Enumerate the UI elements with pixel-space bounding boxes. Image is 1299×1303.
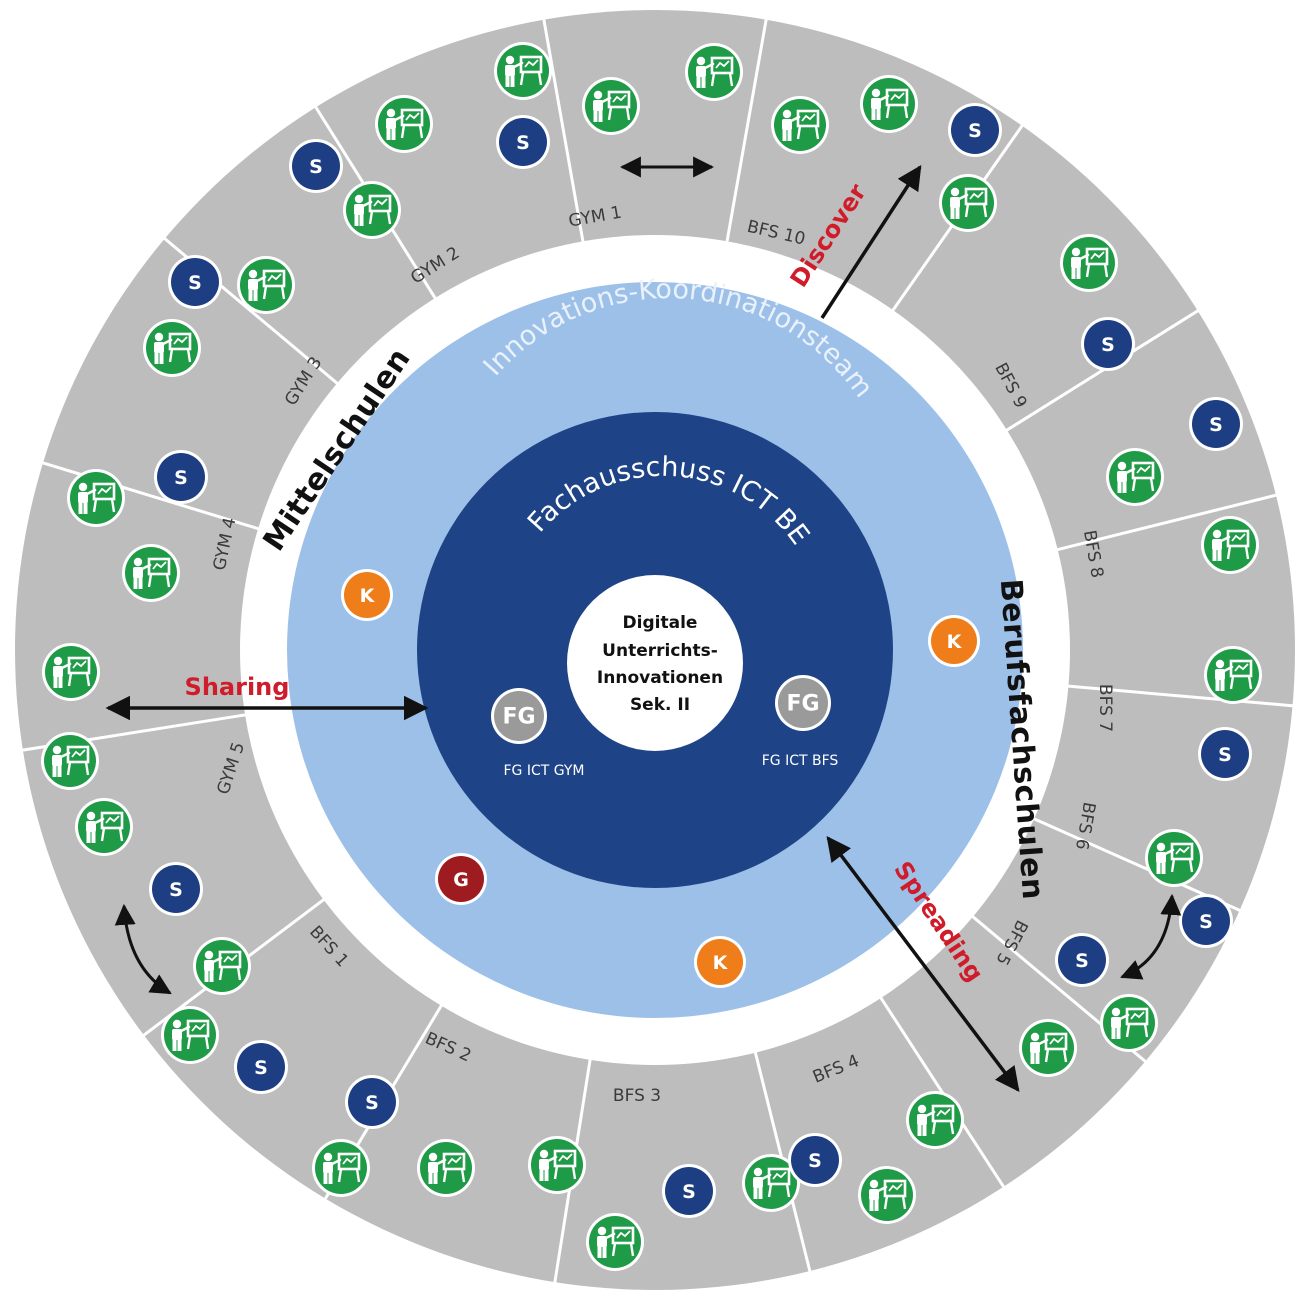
segment-label: BFS 3 xyxy=(613,1086,661,1106)
teacher-at-board-icon xyxy=(581,76,641,136)
core-line-3: Innovationen xyxy=(597,668,723,688)
student-s-marker: S xyxy=(1198,727,1252,781)
teacher-at-board-icon xyxy=(938,173,998,233)
student-s-marker: S xyxy=(234,1040,288,1094)
teacher-at-board-icon xyxy=(1144,828,1204,888)
segment-separator xyxy=(725,14,769,245)
segment-separator xyxy=(37,459,262,531)
sharing-label: Sharing xyxy=(185,673,290,701)
svg-text:K: K xyxy=(713,952,729,974)
outer-ring-markers: S S S S S S S S S S S S S S S xyxy=(40,41,1263,1272)
segment-separator xyxy=(541,14,585,245)
svg-text:S: S xyxy=(1075,950,1089,972)
svg-text:S: S xyxy=(682,1181,696,1203)
core-line-4: Sek. II xyxy=(630,695,690,715)
student-s-marker: S xyxy=(168,255,222,309)
svg-text:S: S xyxy=(1218,744,1232,766)
core-circle xyxy=(567,575,743,751)
fg-bfs-caption: FG ICT BFS xyxy=(762,753,839,769)
student-s-marker: S xyxy=(1081,317,1135,371)
student-s-marker: S xyxy=(1179,894,1233,948)
teacher-at-board-icon xyxy=(585,1212,645,1272)
teacher-at-board-icon xyxy=(1200,515,1260,575)
teacher-at-board-icon xyxy=(684,42,744,102)
fg-bfs-badge: FG xyxy=(775,675,831,731)
teacher-at-board-icon xyxy=(66,468,126,528)
fg-gym-badge: FG xyxy=(491,688,547,744)
student-s-marker: S xyxy=(289,139,343,193)
segment-label: BFS 7 xyxy=(1095,684,1115,732)
teacher-at-board-icon xyxy=(493,41,553,101)
fg-gym-caption: FG ICT GYM xyxy=(503,763,584,779)
svg-text:S: S xyxy=(516,132,530,154)
svg-text:S: S xyxy=(808,1150,822,1172)
segment-separator xyxy=(1054,492,1282,552)
svg-text:K: K xyxy=(360,585,376,607)
teacher-at-board-icon xyxy=(859,74,919,134)
teacher-at-board-icon xyxy=(41,642,101,702)
teacher-at-board-icon xyxy=(1018,1018,1078,1078)
teacher-at-board-icon xyxy=(192,936,252,996)
svg-text:S: S xyxy=(365,1092,379,1114)
teacher-at-board-icon xyxy=(905,1090,965,1150)
segment-separator xyxy=(1065,684,1298,708)
svg-text:S: S xyxy=(968,120,982,142)
teacher-at-board-icon xyxy=(40,731,100,791)
svg-text:S: S xyxy=(1199,911,1213,933)
teacher-at-board-icon xyxy=(311,1138,371,1198)
svg-text:G: G xyxy=(453,869,469,891)
teacher-at-board-icon xyxy=(1059,233,1119,293)
core-line-1: Digitale xyxy=(623,613,698,633)
discover-arrow xyxy=(820,164,922,319)
svg-text:K: K xyxy=(947,631,963,653)
k-marker-right: K xyxy=(928,615,980,667)
teacher-at-board-icon xyxy=(416,1138,476,1198)
k-marker-bottom: K xyxy=(694,936,746,988)
student-s-marker: S xyxy=(662,1164,716,1218)
student-s-marker: S xyxy=(496,115,550,169)
svg-text:S: S xyxy=(309,156,323,178)
teacher-at-board-icon xyxy=(160,1005,220,1065)
teacher-at-board-icon xyxy=(342,180,402,240)
student-s-marker: S xyxy=(345,1075,399,1129)
student-s-marker: S xyxy=(948,103,1002,157)
teacher-at-board-icon xyxy=(1105,447,1165,507)
student-s-marker: S xyxy=(149,862,203,916)
teacher-at-board-icon xyxy=(236,255,296,315)
teacher-at-board-icon xyxy=(770,95,830,155)
student-s-marker: S xyxy=(788,1133,842,1187)
svg-text:S: S xyxy=(254,1057,268,1079)
student-s-marker: S xyxy=(1055,933,1109,987)
teacher-at-board-icon xyxy=(1203,645,1263,705)
teacher-at-board-icon xyxy=(1099,993,1159,1053)
svg-text:FG: FG xyxy=(502,705,535,730)
teacher-at-board-icon xyxy=(857,1165,917,1225)
core-line-2: Unterrichts- xyxy=(602,641,718,661)
gym5-exchange-arrow xyxy=(114,903,172,995)
teacher-at-board-icon xyxy=(142,318,202,378)
teacher-at-board-icon xyxy=(374,94,434,154)
teacher-at-board-icon xyxy=(74,797,134,857)
svg-text:S: S xyxy=(169,879,183,901)
k-marker-left: K xyxy=(341,569,393,621)
teacher-at-board-icon xyxy=(121,543,181,603)
teacher-at-board-icon xyxy=(527,1135,587,1195)
svg-text:S: S xyxy=(174,467,188,489)
svg-text:S: S xyxy=(188,272,202,294)
g-marker: G xyxy=(435,853,487,905)
bfs5-exchange-arrow xyxy=(1120,893,1182,980)
spreading-arrow xyxy=(826,836,1020,1092)
svg-text:S: S xyxy=(1209,414,1223,436)
student-s-marker: S xyxy=(1189,397,1243,451)
svg-text:S: S xyxy=(1101,334,1115,356)
svg-text:FG: FG xyxy=(786,692,819,717)
student-s-marker: S xyxy=(154,450,208,504)
